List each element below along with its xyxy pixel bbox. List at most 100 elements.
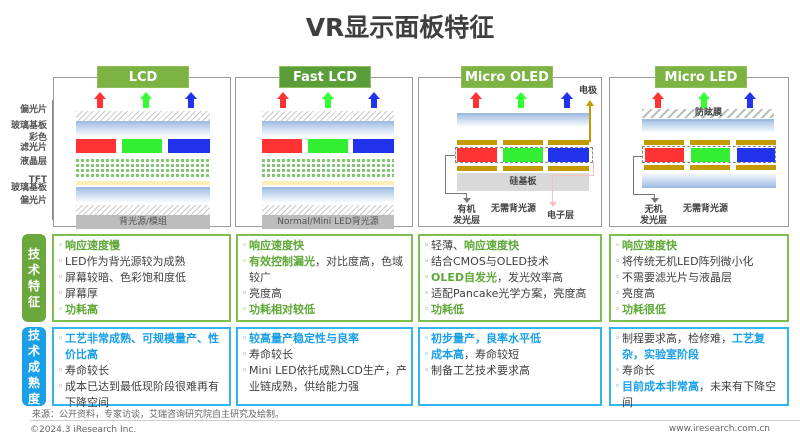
top-electrode (503, 140, 543, 145)
body-text: Mini LED依托成熟LCD生产，产业链成熟，供给能力强 (249, 364, 407, 393)
electron-arrow-icon (549, 202, 557, 207)
anti-glare-label: 防眩膜 (695, 108, 723, 118)
green-light-arrow-icon (515, 92, 527, 108)
body-text: 屏幕厚 (65, 287, 98, 300)
highlight-text: 工艺非常成熟、可规模量产、性价比高 (65, 332, 219, 361)
green-light-arrow-icon (140, 92, 152, 108)
organic-emitter-outline (455, 147, 593, 163)
polarizer-top (76, 111, 210, 121)
cell-fast-lcd-features: 响应速度快有效控制漏光，对比度高，色域较广亮度高功耗相对较低 (236, 234, 413, 322)
body-text: 轻薄、 (431, 239, 464, 252)
layer-label-axis (52, 100, 53, 220)
highlight-text: 功耗高 (65, 303, 98, 316)
blue-light-arrow-icon (744, 92, 756, 108)
list-item: 目前成本非常高，未来有下降空间 (615, 379, 783, 411)
emitter-pointer (445, 155, 446, 193)
cover-glass-bottom (642, 172, 776, 188)
body-text: ，寿命较短 (464, 348, 519, 361)
green-light-arrow-icon (698, 92, 710, 108)
list-item: 适配Pancake光学方案，亮度高 (424, 286, 596, 302)
list-item: 功耗相对较低 (242, 302, 407, 318)
body-text: 结合CMOS与OLED技术 (431, 255, 550, 268)
cell-micro-led-maturity: 制程要求高，检修难，工艺复杂，实验室阶段寿命长目前成本非常高，未来有下降空间 (609, 327, 789, 409)
body-text: ，未来有下降空间 (622, 380, 776, 409)
highlight-text: 初步量产，良率水平低 (431, 332, 541, 345)
body-text: 屏幕较暗、色彩饱和度低 (65, 271, 186, 284)
list-item: 亮度高 (615, 286, 783, 302)
bottom-electrode (503, 166, 543, 171)
list-item: 亮度高 (242, 286, 407, 302)
list-item: 不需要滤光片与液晶层 (615, 270, 783, 286)
list-item: 制备工艺技术要求高 (424, 363, 596, 379)
list-item: 功耗很低 (615, 302, 783, 318)
page-title: VR显示面板特征 (305, 13, 495, 42)
polarizer-top (262, 111, 394, 121)
list-item: 响应速度快 (242, 238, 407, 254)
highlight-text: 响应速度快 (622, 239, 677, 252)
cell-lcd-features: 响应速度慢 LED作为背光源较为成熟屏幕较暗、色彩饱和度低屏幕厚功耗高 (52, 234, 231, 322)
list-item: 成本高，寿命较短 (424, 347, 596, 363)
list-item: 功耗低 (424, 302, 596, 318)
highlight-text: 成本高 (431, 348, 464, 361)
row-tag-char: 征 (27, 295, 40, 309)
layer-label: 玻璃基板 (10, 121, 47, 131)
highlight-text: 功耗相对较低 (249, 303, 315, 316)
emitter-arrow-icon (651, 198, 659, 203)
layer-label: 玻璃基板 (10, 183, 47, 193)
body-text: ，发光效率高 (497, 271, 564, 284)
cover-glass (457, 113, 589, 127)
row-tag-char: 技 (27, 247, 40, 261)
row-tag-char: 技 (27, 327, 40, 342)
copyright: ©2024.3 iResearch Inc. (30, 425, 137, 435)
glass-substrate-top (76, 121, 210, 137)
website-link[interactable]: www.iresearch.com.cn (668, 424, 770, 434)
layer-label: TFT (28, 175, 47, 185)
panel-lcd: LCD 背光源/模组 (53, 66, 231, 229)
electron-layer-label: 电子层 (547, 211, 575, 221)
color-filter-red (262, 139, 302, 153)
panel-micro-oled: Micro OLED 电极 硅基板 有机 发光层 无需背光源 电子层 (418, 66, 602, 227)
emitter-red (645, 148, 684, 162)
bottom-electrode (644, 165, 684, 170)
emitter-blue (548, 148, 589, 162)
row-tag-tech-features: 技术特征 (22, 234, 46, 322)
emitter-green (503, 148, 543, 162)
liquid-crystal-layer (262, 157, 394, 177)
list-item: 轻薄、响应速度快 (424, 238, 596, 254)
electron-pointer (552, 175, 553, 203)
row-tag-char: 成 (27, 359, 40, 374)
highlight-text: 目前成本非常高 (622, 380, 699, 393)
silicon-substrate: 硅基板 (457, 173, 589, 191)
red-light-arrow-icon (470, 92, 482, 108)
list-item: 结合CMOS与OLED技术 (424, 254, 596, 270)
red-light-arrow-icon (652, 92, 664, 108)
highlight-text: 响应速度慢 (65, 239, 120, 252)
row-tag-char: 熟 (27, 375, 40, 390)
body-text: 适配Pancake光学方案，亮度高 (431, 287, 587, 300)
cell-micro-led-features: 响应速度快将传统无机LED阵列微小化不需要滤光片与液晶层亮度高功耗很低 (609, 234, 789, 322)
blue-light-arrow-icon (185, 92, 197, 108)
red-light-arrow-icon (94, 92, 106, 108)
bottom-electrode (690, 165, 730, 170)
layer-label: 偏光片 (19, 196, 47, 206)
list-item: LED作为背光源较为成熟 (58, 254, 225, 270)
body-text: 将传统无机LED阵列微小化 (622, 255, 754, 268)
bottom-electrode (548, 166, 589, 171)
electrode-arrow-icon (586, 100, 594, 106)
body-text: ，对比度高，色域较广 (249, 255, 403, 284)
highlight-text: 工艺复杂，实验室阶段 (622, 332, 765, 361)
polarizer-bottom (262, 205, 394, 215)
top-electrode (736, 140, 776, 145)
emitter-blue (737, 148, 775, 162)
inorganic-emitter-label: 无机 发光层 (640, 205, 668, 226)
body-text: 亮度高 (249, 287, 282, 300)
emitter-pointer (654, 194, 655, 199)
panel-micro-led: Micro LED 防眩膜 无机 发光层 无需背光源 (609, 66, 789, 227)
list-item: 寿命长 (615, 363, 783, 379)
body-text: 成本已达到最低现阶段很难再有下降空间 (65, 380, 219, 409)
highlight-text: 功耗很低 (622, 303, 666, 316)
panel-title-fast-lcd: Fast LCD (279, 66, 371, 88)
panel-title-micro-led: Micro LED (655, 66, 747, 88)
top-electrode (548, 140, 589, 145)
highlight-text: 有效控制漏光 (249, 255, 315, 268)
